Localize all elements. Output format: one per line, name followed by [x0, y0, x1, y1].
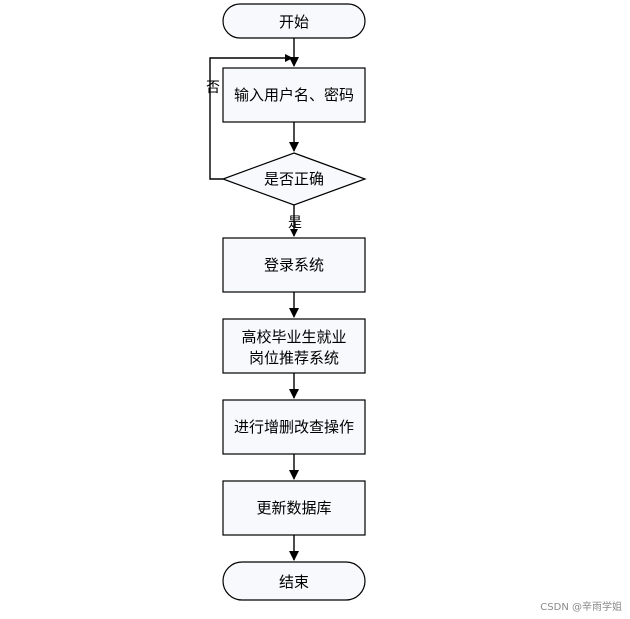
system-process: 高校毕业生就业 岗位推荐系统: [222, 318, 366, 374]
decision-diamond: 是否正确: [221, 152, 367, 206]
end-label: 结束: [279, 573, 309, 591]
yes-label: 是: [288, 215, 302, 231]
start-terminal: 开始: [222, 3, 366, 39]
update-process: 更新数据库: [222, 480, 366, 536]
no-label: 否: [206, 80, 220, 96]
crud-process: 进行增删改查操作: [222, 399, 366, 455]
end-terminal: 结束: [222, 561, 366, 601]
watermark: CSDN @辛雨学姐: [540, 602, 622, 613]
start-label: 开始: [279, 13, 309, 31]
system-label-line2: 岗位推荐系统: [249, 349, 339, 367]
system-label-line1: 高校毕业生就业: [241, 328, 346, 346]
decision-label: 是否正确: [264, 170, 324, 188]
input-process: 输入用户名、密码: [222, 67, 366, 123]
input-label: 输入用户名、密码: [234, 86, 354, 104]
edge-no-loop: [209, 54, 293, 180]
login-process: 登录系统: [222, 237, 366, 293]
update-label: 更新数据库: [256, 499, 331, 517]
crud-label: 进行增删改查操作: [234, 418, 354, 436]
login-label: 登录系统: [264, 256, 324, 274]
